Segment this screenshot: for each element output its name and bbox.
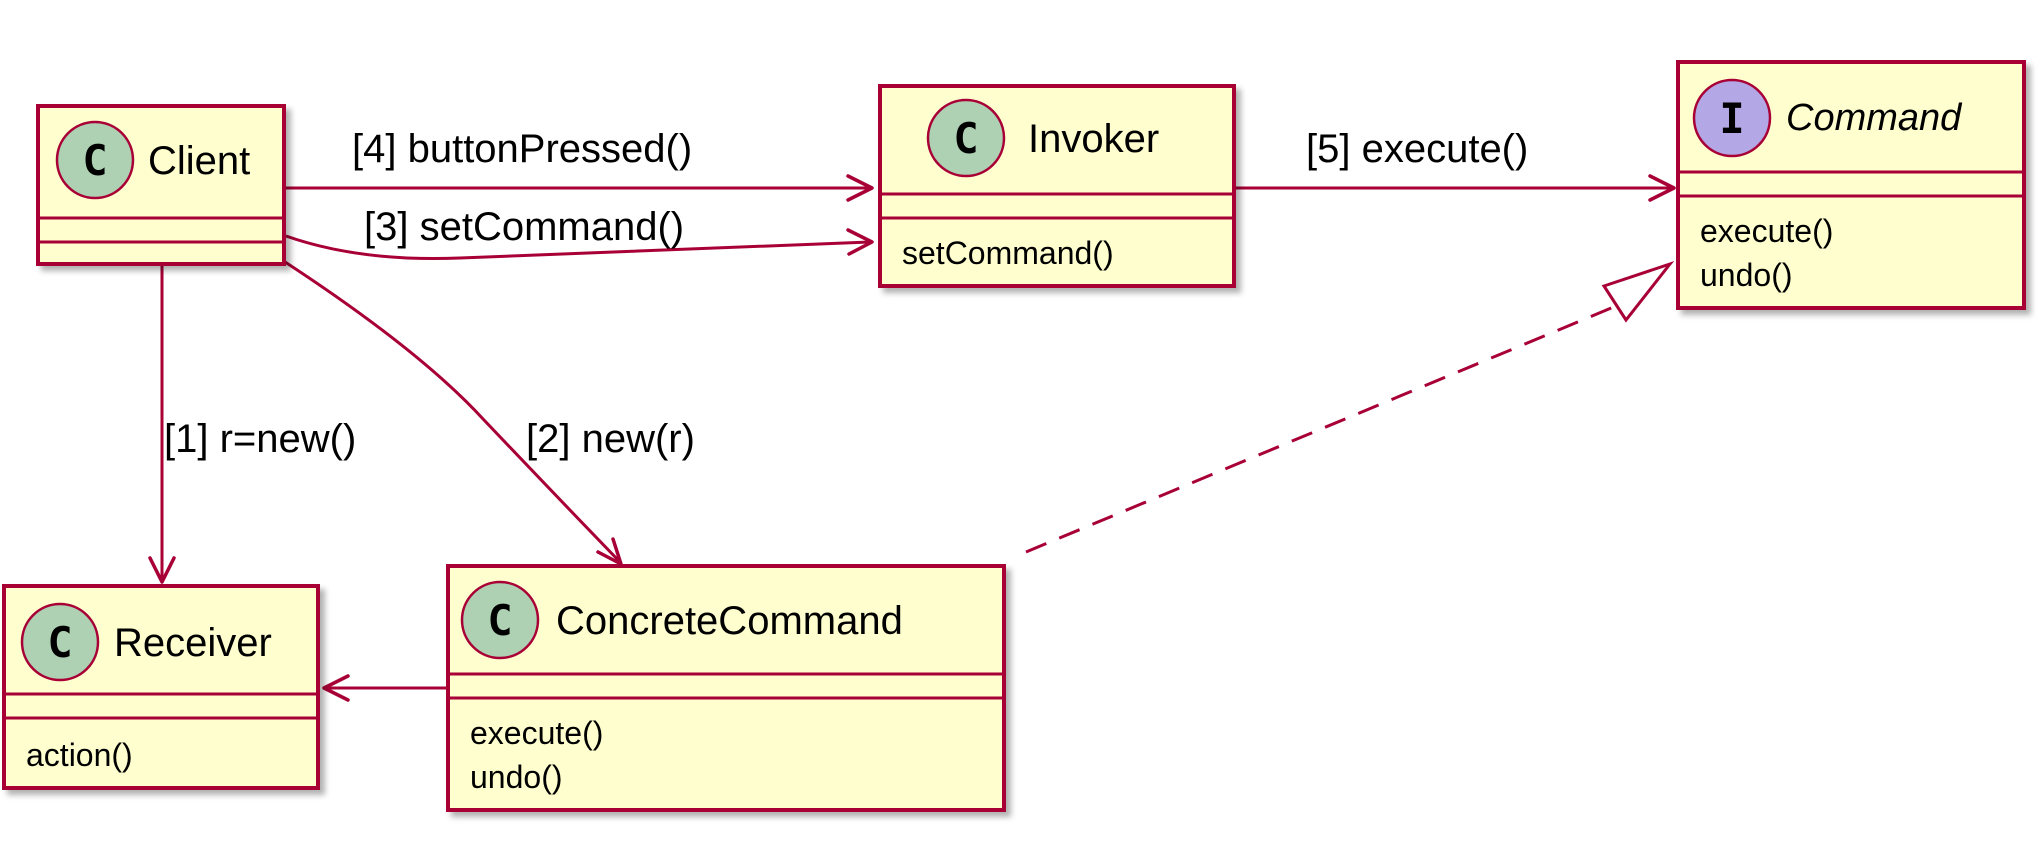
class-command-member-0: execute(): [1700, 213, 1833, 249]
class-concretecommand-member-0: execute(): [470, 715, 603, 751]
class-client-stereotype: C: [82, 136, 107, 185]
class-invoker-stereotype: C: [953, 114, 978, 163]
class-receiver-member-0: action(): [26, 737, 133, 773]
class-concretecommand-name: ConcreteCommand: [556, 599, 903, 643]
relation-concretecommand-realizes-command: [1025, 260, 1675, 554]
class-concretecommand-member-1: undo(): [470, 759, 563, 795]
relation-client-invoker-set-command: [285, 228, 874, 261]
class-client-name: Client: [148, 139, 250, 183]
class-concretecommand: C ConcreteCommand execute() undo(): [446, 564, 1006, 812]
label-set-command: [3] setCommand(): [364, 205, 684, 249]
class-command-stereotype: I: [1719, 94, 1744, 143]
relation-invoker-command-execute: [1236, 174, 1676, 202]
class-command-name: Command: [1786, 97, 1963, 139]
label-execute: [5] execute(): [1306, 127, 1528, 171]
class-concretecommand-stereotype: C: [487, 596, 512, 645]
relation-client-concretecommand-new: [281, 258, 623, 566]
class-invoker: C Invoker setCommand(): [878, 84, 1236, 288]
relation-concretecommand-receiver: [322, 674, 446, 702]
relation-client-receiver-new: [148, 266, 176, 584]
class-receiver-stereotype: C: [47, 618, 72, 667]
class-invoker-member-0: setCommand(): [902, 235, 1114, 271]
class-client: C Client: [36, 104, 286, 266]
relation-client-invoker-button-pressed: [286, 174, 874, 202]
label-button-pressed: [4] buttonPressed(): [352, 127, 692, 171]
class-invoker-name: Invoker: [1028, 117, 1159, 161]
class-command-member-1: undo(): [1700, 257, 1793, 293]
label-receiver-new: [1] r=new(): [164, 417, 356, 461]
class-receiver: C Receiver action(): [2, 584, 320, 790]
class-receiver-name: Receiver: [114, 621, 272, 665]
class-command-interface: I Command execute() undo(): [1676, 60, 2026, 310]
label-concrete-new: [2] new(r): [526, 417, 695, 461]
